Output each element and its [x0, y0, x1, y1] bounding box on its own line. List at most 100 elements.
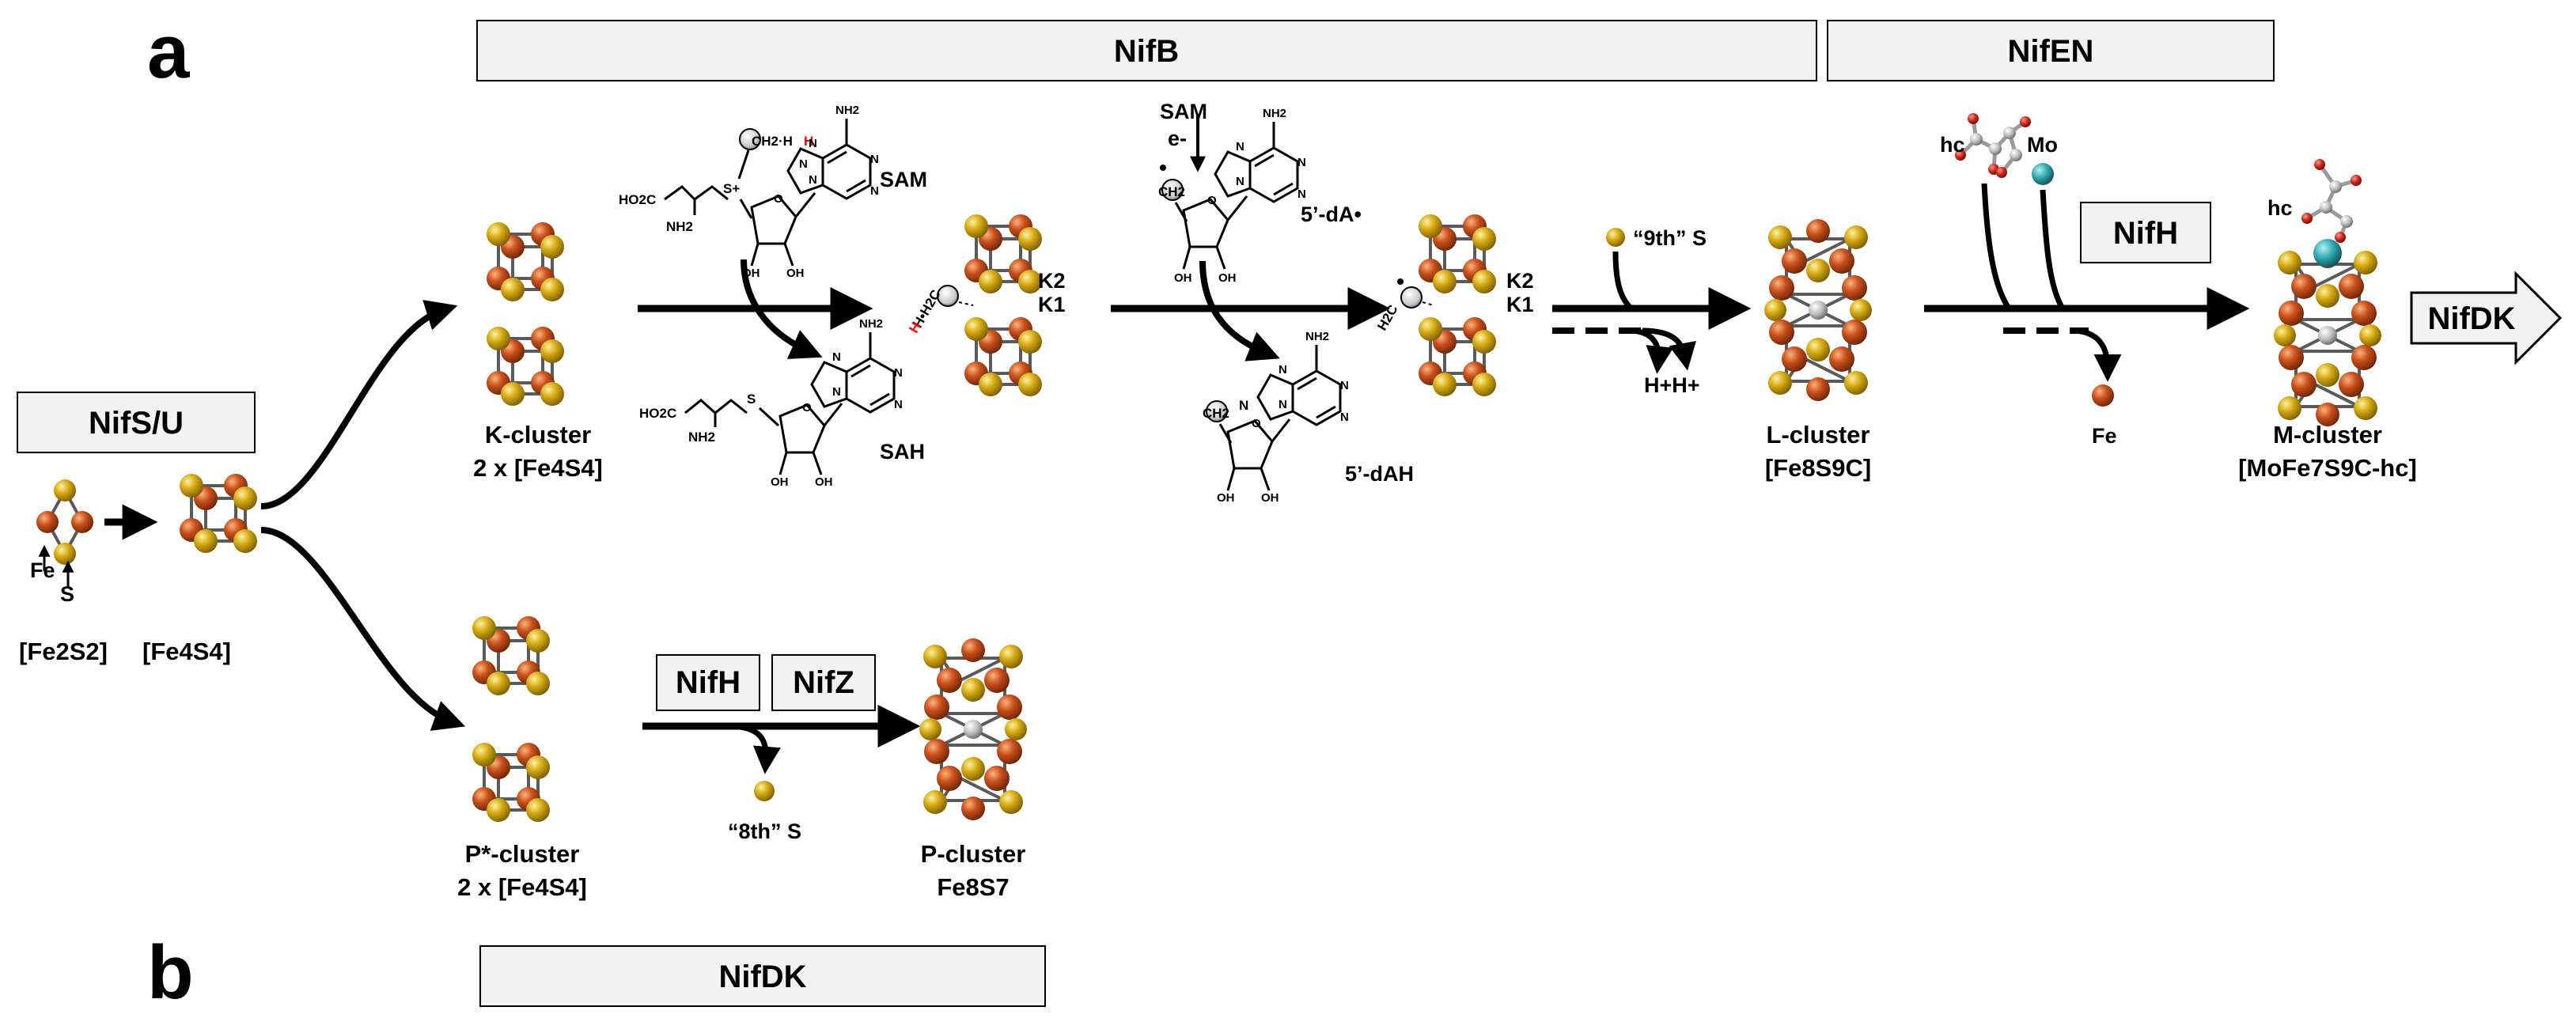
sam-molecule: HO2C NH2 S+ CH2·H H OH OH O N N N N N NH… — [619, 104, 879, 280]
sam-s-plus: S+ — [723, 181, 740, 196]
hc-incorporation — [1981, 183, 2010, 308]
sah-n-d: N — [832, 350, 841, 364]
p-cluster-formula: Fe8S7 — [937, 873, 1009, 901]
k2-label-2: K2 — [1506, 269, 1534, 293]
sah-n-a: N — [832, 385, 841, 399]
k2-label-1: K2 — [1038, 269, 1066, 293]
sam-n-d: N — [809, 137, 817, 150]
hc-label-m-cluster: hc — [2267, 196, 2293, 220]
panel-letter-a: a — [147, 9, 190, 94]
sam-n-a: N — [809, 173, 817, 187]
sam-transferred-h: H — [804, 134, 813, 149]
sah-n-c: N — [894, 398, 903, 411]
k2-cubane-1 — [963, 213, 1044, 295]
dAH-n-a: N — [1279, 398, 1287, 411]
sah-s: S — [747, 392, 756, 407]
nifb-label: NifB — [1114, 34, 1179, 69]
sah-ho2c: HO2C — [639, 406, 676, 421]
nifdk-arrow-label: NifDK — [2427, 301, 2515, 336]
dAH-adenine-nh2: NH2 — [1305, 330, 1329, 343]
branch-to-k-cluster-arrow — [260, 300, 458, 509]
p-star-formula: 2 x [Fe4S4] — [457, 873, 587, 901]
fe4s4-formula: [Fe4S4] — [142, 638, 231, 665]
p-cluster — [918, 637, 1029, 822]
eighth-s-release-arrow — [727, 723, 781, 774]
h2c-label: H2C — [1374, 302, 1400, 333]
k-cluster-lower-cubane — [485, 325, 566, 407]
mo-label: Mo — [2027, 133, 2058, 157]
sah-nh2-amine: NH2 — [688, 430, 715, 445]
sah-molecule: HO2C NH2 S O OH OH N N N N NH2 — [639, 317, 903, 489]
deoxyadenosine: CH2 N O OH OH N N N N NH2 — [1203, 330, 1349, 505]
k1-cubane-2 — [1417, 316, 1498, 398]
dA-n-c: N — [1297, 187, 1306, 201]
dA-n-a: N — [1236, 175, 1244, 188]
sam-ch2h: CH2·H — [752, 134, 793, 149]
sam-oh-2: OH — [786, 267, 805, 280]
homocitrate-molecule — [1955, 113, 2031, 178]
dAH-n-b: N — [1340, 379, 1349, 392]
k-cluster-formula: 2 x [Fe4S4] — [473, 454, 603, 482]
p-star-cluster-label: P*-cluster — [465, 840, 580, 868]
nifz-box: NifZ — [771, 654, 876, 711]
hc-label: hc — [1940, 133, 1965, 157]
ninth-sulfur-atom — [1606, 228, 1625, 247]
dAH-label: 5’-dAH — [1345, 462, 1414, 486]
sam-n-c: N — [870, 184, 879, 198]
nifdk-block-arrow: NifDK — [2410, 271, 2563, 365]
sah-n-b: N — [894, 366, 903, 380]
nifsu-box: NifS/U — [17, 392, 256, 453]
k-cluster-upper-cubane — [485, 221, 566, 303]
p-cluster-label: P-cluster — [921, 840, 1026, 868]
dA-oh-1: OH — [1174, 271, 1192, 285]
sam-to-sah-arrow — [741, 259, 823, 359]
l-cluster — [1763, 218, 1873, 403]
released-iron-atom — [2092, 384, 2114, 407]
nifen-label: NifEN — [2008, 34, 2094, 69]
k2-cubane-2 — [1417, 213, 1498, 295]
k1-cubane-1 — [963, 316, 1044, 398]
deoxyadenosyl-radical: CH2 O OH OH N N N N NH2 — [1158, 107, 1306, 285]
nifsu-label: NifS/U — [89, 406, 184, 441]
dAH-n-c: N — [1340, 411, 1349, 424]
eighth-s-label: “8th” S — [728, 819, 801, 843]
sam-n-e: N — [799, 157, 808, 171]
sah-o-ring: O — [802, 401, 812, 414]
sam-o-ring: O — [774, 192, 783, 206]
dAH-oh-1: OH — [1217, 491, 1235, 505]
nifdk-bottom-label: NifDK — [718, 960, 806, 994]
sam-nh2-amine: NH2 — [666, 219, 693, 234]
m-cluster — [2272, 159, 2383, 428]
dA-o-ring: O — [1207, 194, 1217, 207]
nifb-bar: NifB — [476, 20, 1817, 81]
fe4s4-cluster — [178, 472, 259, 555]
nifen-bar: NifEN — [1827, 20, 2275, 81]
dAH-o-ring: O — [1252, 417, 1261, 430]
ninth-s-incorporation — [1612, 251, 1632, 309]
k1-label-1: K1 — [1038, 293, 1066, 316]
dA-to-dAH-arrow — [1199, 260, 1280, 361]
dA-radical-label: 5’-dA• — [1301, 203, 1362, 226]
sam-label-2: SAM — [1160, 100, 1207, 123]
proton-release-arrow-1 — [1627, 327, 1674, 374]
sah-oh-1: OH — [771, 475, 789, 489]
dA-ch2-a: CH2 — [1158, 184, 1185, 199]
proton-release-arrow-2 — [1642, 327, 1696, 371]
dAH-n-d: N — [1279, 363, 1287, 377]
nifz-label: NifZ — [793, 665, 854, 700]
ninth-s-label: “9th” S — [1633, 226, 1707, 250]
nifh-box-top: NifH — [2080, 202, 2211, 263]
l-cluster-label: L-cluster — [1767, 421, 1870, 449]
sah-oh-2: OH — [815, 475, 833, 489]
s-atom-label: S — [60, 582, 74, 606]
dA-n-d: N — [1236, 140, 1244, 153]
fe2s2-formula: [Fe2S2] — [19, 638, 108, 665]
sam-ho2c: HO2C — [619, 192, 656, 207]
p-star-cluster — [471, 615, 551, 823]
dA-n-b: N — [1297, 156, 1306, 169]
eighth-sulfur-atom — [754, 781, 775, 801]
released-fe-label: Fe — [2092, 424, 2117, 448]
dA-adenine-nh2: NH2 — [1263, 107, 1286, 120]
k-cluster-label: K-cluster — [485, 421, 591, 449]
